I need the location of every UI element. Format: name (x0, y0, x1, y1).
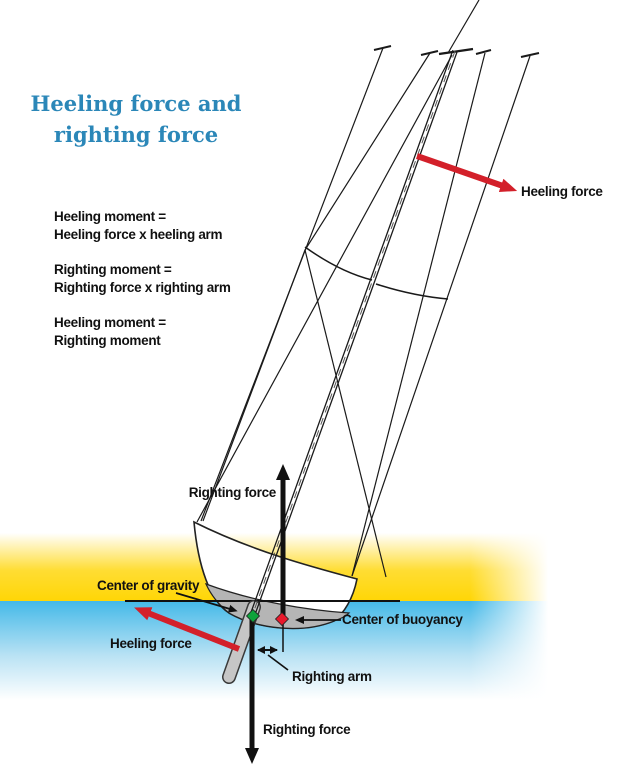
mast-centerline (250, 50, 456, 620)
spreader-curve-right (375, 283, 449, 300)
equation-text: Heeling force x heeling arm (54, 227, 223, 242)
spreader-curve-left (304, 246, 373, 281)
righting-force-label-top: Righting force (189, 485, 277, 500)
righting-arm-pointer (267, 654, 289, 671)
equation-equilibrium: Heeling moment = Righting moment (54, 314, 231, 350)
mast-edge (252, 51, 458, 621)
rig-tick (520, 52, 540, 58)
backstay-line (351, 55, 531, 577)
rigging-lines (196, 0, 531, 578)
jib-luff-line (202, 52, 431, 522)
forestay-line (196, 54, 453, 523)
center-of-gravity-pointer (175, 592, 238, 613)
center-of-buoyancy-label: Center of buoyancy (342, 612, 463, 627)
equation-text: Righting moment = (54, 262, 172, 277)
center-of-buoyancy-point (274, 611, 290, 627)
equation-heeling-moment: Heeling moment = Heeling force x heeling … (54, 208, 231, 244)
heeling-force-label-bottom: Heeling force (110, 636, 192, 651)
heeling-force-arrow-bottom (134, 607, 241, 652)
equation-righting-moment: Righting moment = Righting force x righti… (54, 261, 231, 297)
rig-tick (373, 45, 392, 51)
equation-text: Righting force x righting arm (54, 280, 231, 295)
righting-force-label-bottom: Righting force (263, 722, 351, 737)
masthead-bar (438, 47, 474, 56)
band-right-fade (470, 533, 562, 700)
rigging-top-ticks (373, 45, 540, 58)
heeling-force-label-top: Heeling force (521, 184, 603, 199)
sheet-line (304, 249, 387, 578)
center-of-gravity-label: Center of gravity (97, 578, 200, 593)
equation-text: Righting moment (54, 333, 161, 348)
equations-block: Heeling moment = Heeling force x heeling … (54, 208, 231, 367)
righting-arm-label: Righting arm (292, 669, 372, 684)
rig-tick (475, 49, 492, 55)
title-line2: righting force (53, 122, 219, 147)
title-line1: Heeling force and (30, 91, 242, 116)
halyard-line (447, 0, 480, 54)
center-of-gravity-point (245, 608, 261, 624)
equation-text: Heeling moment = (54, 209, 166, 224)
starboard-shroud-line (351, 52, 486, 577)
heeling-force-arrow-top (416, 153, 518, 192)
equation-text: Heeling moment = (54, 315, 166, 330)
rig-tick (420, 50, 439, 56)
diagram-title: Heeling force and righting force (30, 88, 242, 150)
